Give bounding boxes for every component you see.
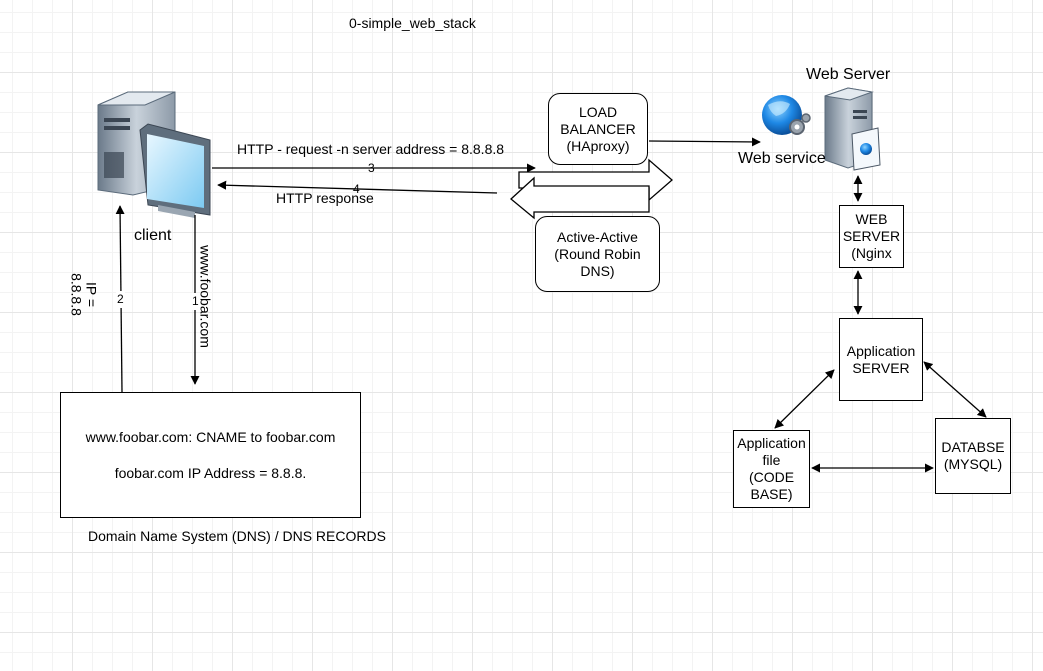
dns-reply-value: 8.8.8.8 bbox=[68, 273, 85, 316]
page-title: 0-simple_web_stack bbox=[349, 15, 476, 31]
nginx-line1: WEB bbox=[855, 211, 888, 227]
computer-client-icon bbox=[97, 91, 211, 218]
app-file-line3: (CODE bbox=[748, 469, 795, 485]
dns-caption: Domain Name System (DNS) / DNS RECORDS bbox=[88, 528, 386, 544]
arrow-appserver-database bbox=[923, 361, 987, 418]
http-request-step: 3 bbox=[368, 161, 375, 175]
arrow-http-response bbox=[217, 180, 498, 194]
dns-reply-label: IP = bbox=[83, 281, 100, 308]
app-file-line1: Application bbox=[737, 435, 806, 451]
client-label: client bbox=[134, 227, 172, 244]
active-active-box: Active-Active (Round Robin DNS) bbox=[535, 216, 660, 292]
http-response-label: HTTP response bbox=[276, 190, 374, 206]
app-file-line2: file bbox=[762, 452, 781, 468]
app-server-box: Application SERVER bbox=[839, 318, 923, 401]
active-active-line3: DNS) bbox=[580, 262, 615, 279]
dns-record-ip: foobar.com IP Address = 8.8.8. bbox=[114, 464, 307, 481]
server-globe-icon bbox=[762, 87, 881, 171]
nginx-line3: (Nginx bbox=[851, 245, 892, 261]
block-arrows bbox=[510, 158, 673, 220]
load-balancer-box: LOAD BALANCER (HAproxy) bbox=[548, 93, 648, 165]
nginx-box: WEB SERVER (Nginx bbox=[839, 205, 904, 268]
dns-record-cname: www.foobar.com: CNAME to foobar.com bbox=[85, 428, 336, 445]
database-line1: DATABSE bbox=[941, 439, 1005, 455]
app-server-line2: SERVER bbox=[852, 359, 910, 376]
dns-records-box: www.foobar.com: CNAME to foobar.com foob… bbox=[60, 392, 361, 518]
database-box: DATABSE (MYSQL) bbox=[935, 418, 1011, 494]
app-server-line1: Application bbox=[846, 342, 916, 359]
dns-query-step: 1 bbox=[191, 293, 200, 310]
load-balancer-line2: BALANCER bbox=[560, 120, 636, 137]
database-line2: (MYSQL) bbox=[943, 456, 1003, 472]
http-response-step: 4 bbox=[353, 182, 360, 196]
app-file-box: Application file (CODE BASE) bbox=[733, 430, 810, 508]
http-request-label: HTTP - request -n server address = 8.8.8… bbox=[237, 141, 505, 157]
active-active-line2: (Round Robin bbox=[554, 245, 641, 262]
active-active-line1: Active-Active bbox=[557, 228, 638, 245]
load-balancer-line3: (HAproxy) bbox=[566, 137, 630, 154]
web-service-label: Web service bbox=[738, 150, 826, 167]
load-balancer-line1: LOAD bbox=[578, 103, 618, 120]
web-server-title: Web Server bbox=[806, 66, 891, 83]
arrow-lb-to-webserver bbox=[648, 137, 761, 147]
app-file-line4: BASE) bbox=[750, 486, 793, 502]
arrow-appserver-appfile bbox=[774, 369, 835, 429]
nginx-line2: SERVER bbox=[842, 228, 901, 244]
block-arrow-left bbox=[510, 176, 650, 220]
dns-reply-step: 2 bbox=[116, 291, 125, 308]
